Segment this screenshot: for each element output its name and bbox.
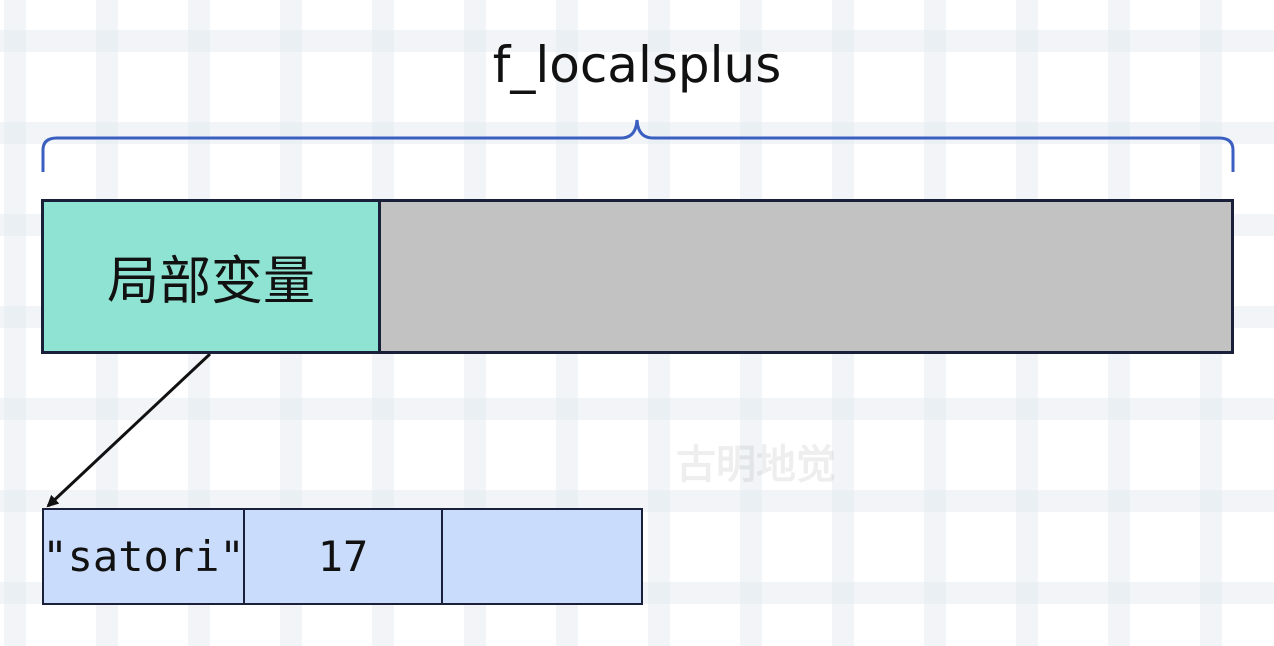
variable-cell: "satori" bbox=[42, 510, 245, 603]
variable-cell bbox=[443, 510, 641, 603]
pointer-arrow bbox=[46, 352, 212, 508]
f-localsplus-title: f_localsplus bbox=[492, 36, 782, 94]
local-variables-segment: 局部变量 bbox=[44, 202, 381, 351]
remaining-segment bbox=[381, 202, 1231, 351]
variable-cell: 17 bbox=[245, 510, 443, 603]
local-variables-label: 局部变量 bbox=[106, 252, 315, 312]
f-localsplus-array: 局部变量 bbox=[41, 199, 1234, 354]
watermark: 古明地觉 bbox=[676, 442, 836, 488]
local-variables-array: "satori" 17 bbox=[42, 508, 643, 605]
curly-brace bbox=[41, 119, 1235, 172]
